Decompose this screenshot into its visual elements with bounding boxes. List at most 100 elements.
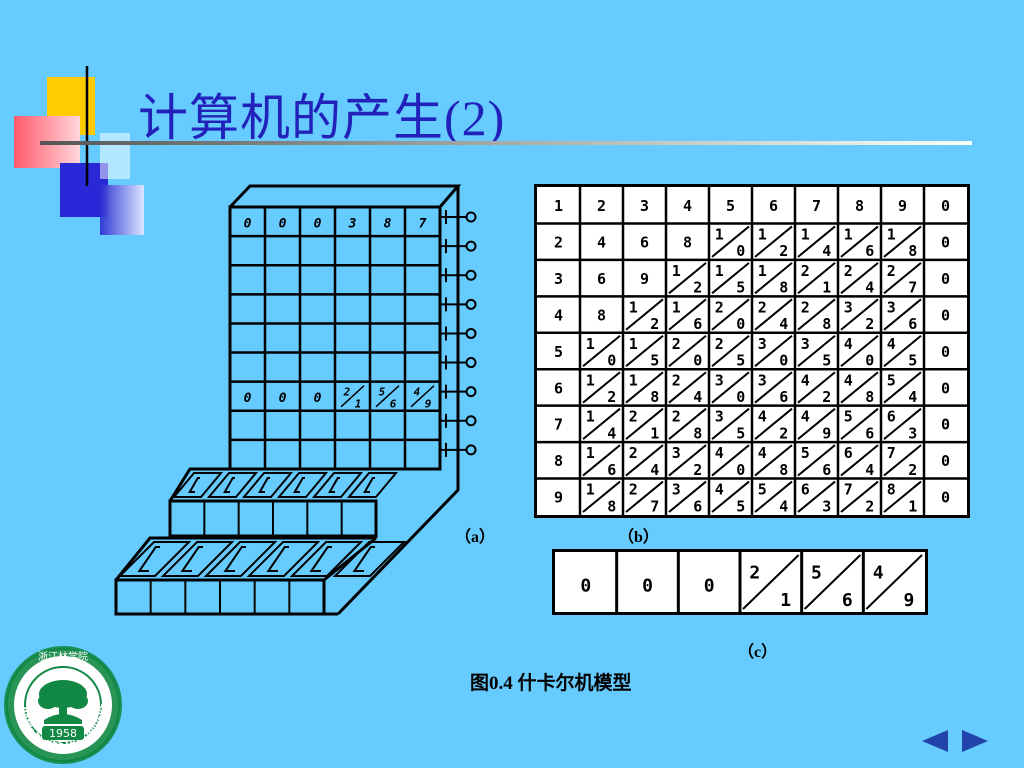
table-cell-tens: 1 bbox=[586, 371, 595, 389]
table-cell-digit: 8 bbox=[554, 452, 563, 470]
strip-cell-units: 6 bbox=[842, 590, 853, 611]
table-cell: 14 bbox=[582, 408, 621, 442]
diagonal-divider bbox=[711, 444, 750, 477]
table-cell-tens: 2 bbox=[672, 408, 681, 426]
table-cell: 48 bbox=[840, 371, 879, 406]
table-cell: 18 bbox=[582, 480, 621, 515]
diagonal-divider bbox=[865, 554, 923, 610]
key-strip bbox=[311, 472, 364, 498]
diagonal-divider bbox=[668, 371, 707, 404]
table-cell-tens: 4 bbox=[758, 444, 767, 462]
diagonal-divider bbox=[668, 335, 707, 367]
diagonal-divider bbox=[883, 335, 922, 367]
table-cell: 42 bbox=[754, 408, 793, 442]
table-cell: 4 bbox=[597, 233, 606, 251]
diagonal-divider bbox=[711, 262, 750, 295]
title-underline bbox=[40, 141, 972, 145]
table-cell-tens: 2 bbox=[629, 444, 638, 462]
diagonal-divider bbox=[883, 262, 922, 295]
table-cell-digit: 5 bbox=[726, 197, 735, 215]
table-cell: 45 bbox=[711, 481, 750, 515]
table-cell-units: 6 bbox=[779, 388, 788, 406]
diagonal-divider bbox=[582, 444, 621, 477]
table-cell-digit: 9 bbox=[898, 197, 907, 215]
table-cell: 10 bbox=[711, 225, 750, 260]
diagonal-divider bbox=[711, 407, 750, 440]
table-cell-tens: 4 bbox=[715, 481, 724, 499]
table-cell-units: 2 bbox=[865, 497, 874, 515]
key-strip bbox=[289, 541, 364, 577]
table-cell-units: 4 bbox=[607, 424, 616, 442]
table-cell-units: 8 bbox=[607, 497, 616, 515]
table-cell-tens: 3 bbox=[715, 371, 724, 389]
table-cell: 0 bbox=[941, 416, 950, 434]
diagonal-divider bbox=[797, 371, 836, 404]
strip-cell: 0 bbox=[704, 576, 715, 597]
diagonal-divider bbox=[754, 444, 793, 477]
strip-cell-digit: 0 bbox=[704, 576, 715, 597]
table-cell-digit: 9 bbox=[554, 489, 563, 507]
table-cell-units: 8 bbox=[693, 424, 702, 442]
table-cell: 5 bbox=[554, 343, 563, 361]
table-cell-tens: 3 bbox=[715, 408, 724, 426]
table-cell-units: 4 bbox=[779, 497, 788, 515]
diagonal-divider bbox=[754, 371, 793, 404]
key-serpentine bbox=[188, 477, 200, 493]
prev-slide-button[interactable] bbox=[920, 728, 950, 754]
table-cell-tens: 1 bbox=[672, 298, 681, 316]
table-cell-digit: 6 bbox=[769, 197, 778, 215]
table-cell-tens: 4 bbox=[758, 408, 767, 426]
diagonal-divider bbox=[711, 371, 750, 404]
table-cell: 0 bbox=[941, 270, 950, 288]
diagonal-divider bbox=[883, 298, 922, 331]
table-cell-units: 0 bbox=[736, 242, 745, 260]
slide-title: 计算机的产生(2) bbox=[138, 89, 506, 147]
table-cell-tens: 1 bbox=[801, 225, 810, 243]
diagonal-divider bbox=[797, 335, 836, 367]
crank-knob-icon bbox=[440, 442, 477, 457]
diagonal-divider bbox=[668, 298, 707, 331]
table-cell: 8 bbox=[554, 452, 563, 470]
table-cell: 0 bbox=[941, 452, 950, 470]
table-cell-digit: 0 bbox=[941, 306, 950, 324]
table-cell: 12 bbox=[668, 262, 707, 297]
table-cell: 21 bbox=[797, 262, 836, 297]
diagonal-divider bbox=[797, 480, 836, 513]
table-cell: 36 bbox=[754, 371, 793, 406]
machine-result-units: 9 bbox=[425, 397, 432, 410]
table-cell-units: 2 bbox=[693, 279, 702, 297]
table-cell: 27 bbox=[883, 262, 922, 297]
key-strip bbox=[346, 472, 399, 498]
key-strip bbox=[160, 541, 235, 577]
strip-cell: 56 bbox=[803, 554, 862, 611]
table-cell: 48 bbox=[754, 444, 793, 479]
slide-title-suffix: (2) bbox=[444, 90, 506, 146]
table-cell-digit: 0 bbox=[941, 379, 950, 397]
table-cell: 18 bbox=[625, 371, 664, 406]
table-cell-units: 5 bbox=[908, 352, 917, 370]
table-cell-units: 8 bbox=[822, 315, 831, 333]
table-cell-tens: 2 bbox=[715, 298, 724, 316]
table-cell-units: 4 bbox=[693, 388, 702, 406]
table-cell: 3 bbox=[554, 270, 563, 288]
table-cell-digit: 0 bbox=[941, 416, 950, 434]
table-cell-tens: 7 bbox=[844, 481, 853, 499]
table-cell-units: 6 bbox=[693, 497, 702, 515]
table-cell: 6 bbox=[554, 379, 563, 397]
key-serpentine bbox=[180, 546, 203, 572]
table-cell-digit: 0 bbox=[941, 489, 950, 507]
table-cell-tens: 1 bbox=[672, 262, 681, 280]
crank-knob-icon bbox=[440, 355, 477, 370]
next-slide-button[interactable] bbox=[960, 728, 990, 754]
table-cell: 72 bbox=[840, 481, 879, 515]
table-cell-units: 1 bbox=[822, 279, 831, 297]
key-strip bbox=[241, 472, 294, 498]
machine-result-units: 6 bbox=[390, 397, 397, 410]
tree-icon bbox=[38, 680, 88, 724]
table-cell-tens: 5 bbox=[887, 371, 896, 389]
table-cell: 16 bbox=[668, 298, 707, 333]
table-cell-units: 4 bbox=[908, 388, 917, 406]
diagonal-divider bbox=[582, 480, 621, 513]
diagonal-divider bbox=[840, 262, 879, 295]
